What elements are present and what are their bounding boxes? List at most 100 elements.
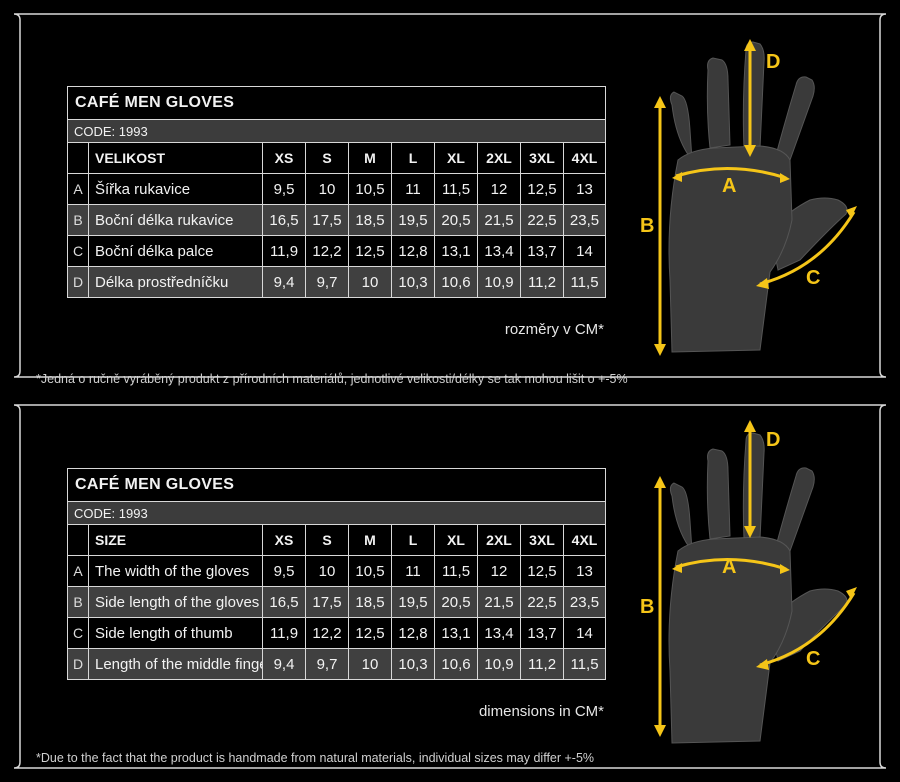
- cell-value: 17,5: [305, 204, 349, 236]
- cell-value: 9,4: [262, 266, 306, 298]
- row-key: D: [67, 648, 89, 680]
- cell-value: 12,2: [305, 235, 349, 267]
- arrow-head-icon: [654, 96, 666, 108]
- cell-value: 12,8: [391, 235, 435, 267]
- row-key: D: [67, 266, 89, 298]
- row-label: Šířka rukavice: [88, 173, 263, 205]
- cell-value: 16,5: [262, 204, 306, 236]
- row-label: The width of the gloves: [88, 555, 263, 587]
- header-corner: [67, 142, 89, 174]
- cell-value: 18,5: [348, 204, 392, 236]
- size-header: L: [391, 142, 435, 174]
- cell-value: 9,7: [305, 266, 349, 298]
- row-key: B: [67, 204, 89, 236]
- cell-value: 12: [477, 173, 521, 205]
- size-header: 4XL: [563, 524, 606, 556]
- cell-value: 13,4: [477, 617, 521, 649]
- cell-value: 13,1: [434, 617, 478, 649]
- cell-value: 12,2: [305, 617, 349, 649]
- cell-value: 11,9: [262, 235, 306, 267]
- size-chart-panel-cz: CAFÉ MEN GLOVES CODE: 1993 VELIKOST XS S…: [13, 13, 887, 386]
- cell-value: 13,7: [520, 235, 564, 267]
- cell-value: 12,5: [520, 173, 564, 205]
- cell-value: 19,5: [391, 204, 435, 236]
- cell-value: 10: [348, 266, 392, 298]
- label-b: B: [640, 596, 654, 618]
- table-title: CAFÉ MEN GLOVES: [67, 468, 606, 502]
- footnote: *Due to the fact that the product is han…: [36, 751, 595, 765]
- label-d: D: [766, 51, 780, 73]
- label-c: C: [806, 267, 820, 289]
- arrow-head-icon: [654, 344, 666, 356]
- cell-value: 9,5: [262, 555, 306, 587]
- label-b: B: [640, 215, 654, 237]
- size-header: S: [305, 524, 349, 556]
- cell-value: 11: [391, 555, 435, 587]
- table-row: B Boční délka rukavice 16,5 17,5 18,5 19…: [67, 204, 606, 236]
- row-key: A: [67, 173, 89, 205]
- cell-value: 10,3: [391, 648, 435, 680]
- cell-value: 14: [563, 235, 606, 267]
- header-size-label: VELIKOST: [88, 142, 263, 174]
- size-header: XS: [262, 524, 306, 556]
- cell-value: 13: [563, 173, 606, 205]
- size-header: M: [348, 142, 392, 174]
- cell-value: 11,2: [520, 266, 564, 298]
- decorative-frame: [13, 404, 887, 769]
- cell-value: 23,5: [563, 586, 606, 618]
- cell-value: 10: [305, 173, 349, 205]
- size-table: CAFÉ MEN GLOVES CODE: 1993 SIZE XS S M L…: [67, 468, 606, 680]
- row-label: Side length of the gloves: [88, 586, 263, 618]
- arrow-head-icon: [672, 563, 682, 573]
- row-label: Side length of thumb: [88, 617, 263, 649]
- cell-value: 11: [391, 173, 435, 205]
- unit-note: rozměry v CM*: [504, 321, 604, 338]
- cell-value: 16,5: [262, 586, 306, 618]
- cell-value: 13,4: [477, 235, 521, 267]
- cell-value: 12,5: [520, 555, 564, 587]
- cell-value: 14: [563, 617, 606, 649]
- decorative-frame: [13, 13, 887, 378]
- cell-value: 9,5: [262, 173, 306, 205]
- row-key: C: [67, 617, 89, 649]
- table-row: B Side length of the gloves 16,5 17,5 18…: [67, 586, 606, 618]
- table-row: D Délka prostředníčku 9,4 9,7 10 10,3 10…: [67, 266, 606, 298]
- cell-value: 12,5: [348, 235, 392, 267]
- label-d: D: [766, 429, 780, 451]
- arrow-head-icon: [744, 526, 756, 538]
- cell-value: 21,5: [477, 204, 521, 236]
- header-size-label: SIZE: [88, 524, 263, 556]
- size-header: 4XL: [563, 142, 606, 174]
- cell-value: 10,6: [434, 266, 478, 298]
- table-row: D Length of the middle finger 9,4 9,7 10…: [67, 648, 606, 680]
- arrow-head-icon: [780, 564, 790, 574]
- cell-value: 20,5: [434, 586, 478, 618]
- table-row: C Side length of thumb 11,9 12,2 12,5 12…: [67, 617, 606, 649]
- arrow-head-icon: [744, 145, 756, 157]
- row-key: C: [67, 235, 89, 267]
- glove-shape: [668, 432, 848, 744]
- footnote: *Jedná o ručně vyráběný produkt z přírod…: [36, 372, 628, 386]
- arrow-head-icon: [654, 476, 666, 488]
- unit-note: dimensions in CM*: [478, 703, 604, 720]
- cell-value: 12,8: [391, 617, 435, 649]
- cell-value: 11,5: [563, 648, 606, 680]
- cell-value: 22,5: [520, 586, 564, 618]
- cell-value: 10: [305, 555, 349, 587]
- arrow-c-icon: [759, 592, 856, 667]
- size-header: 3XL: [520, 142, 564, 174]
- cell-value: 20,5: [434, 204, 478, 236]
- size-header: XL: [434, 142, 478, 174]
- glove-diagram: A B C D: [640, 420, 857, 744]
- cell-value: 11,9: [262, 617, 306, 649]
- cell-value: 21,5: [477, 586, 521, 618]
- arrow-head-icon: [756, 278, 769, 289]
- row-key: A: [67, 555, 89, 587]
- cell-value: 12,5: [348, 617, 392, 649]
- size-chart-panel-en: CAFÉ MEN GLOVES CODE: 1993 SIZE XS S M L…: [0, 391, 900, 782]
- cell-value: 10,5: [348, 173, 392, 205]
- row-key: B: [67, 586, 89, 618]
- size-header: 2XL: [477, 142, 521, 174]
- product-code: CODE: 1993: [67, 119, 606, 143]
- cell-value: 10,9: [477, 266, 521, 298]
